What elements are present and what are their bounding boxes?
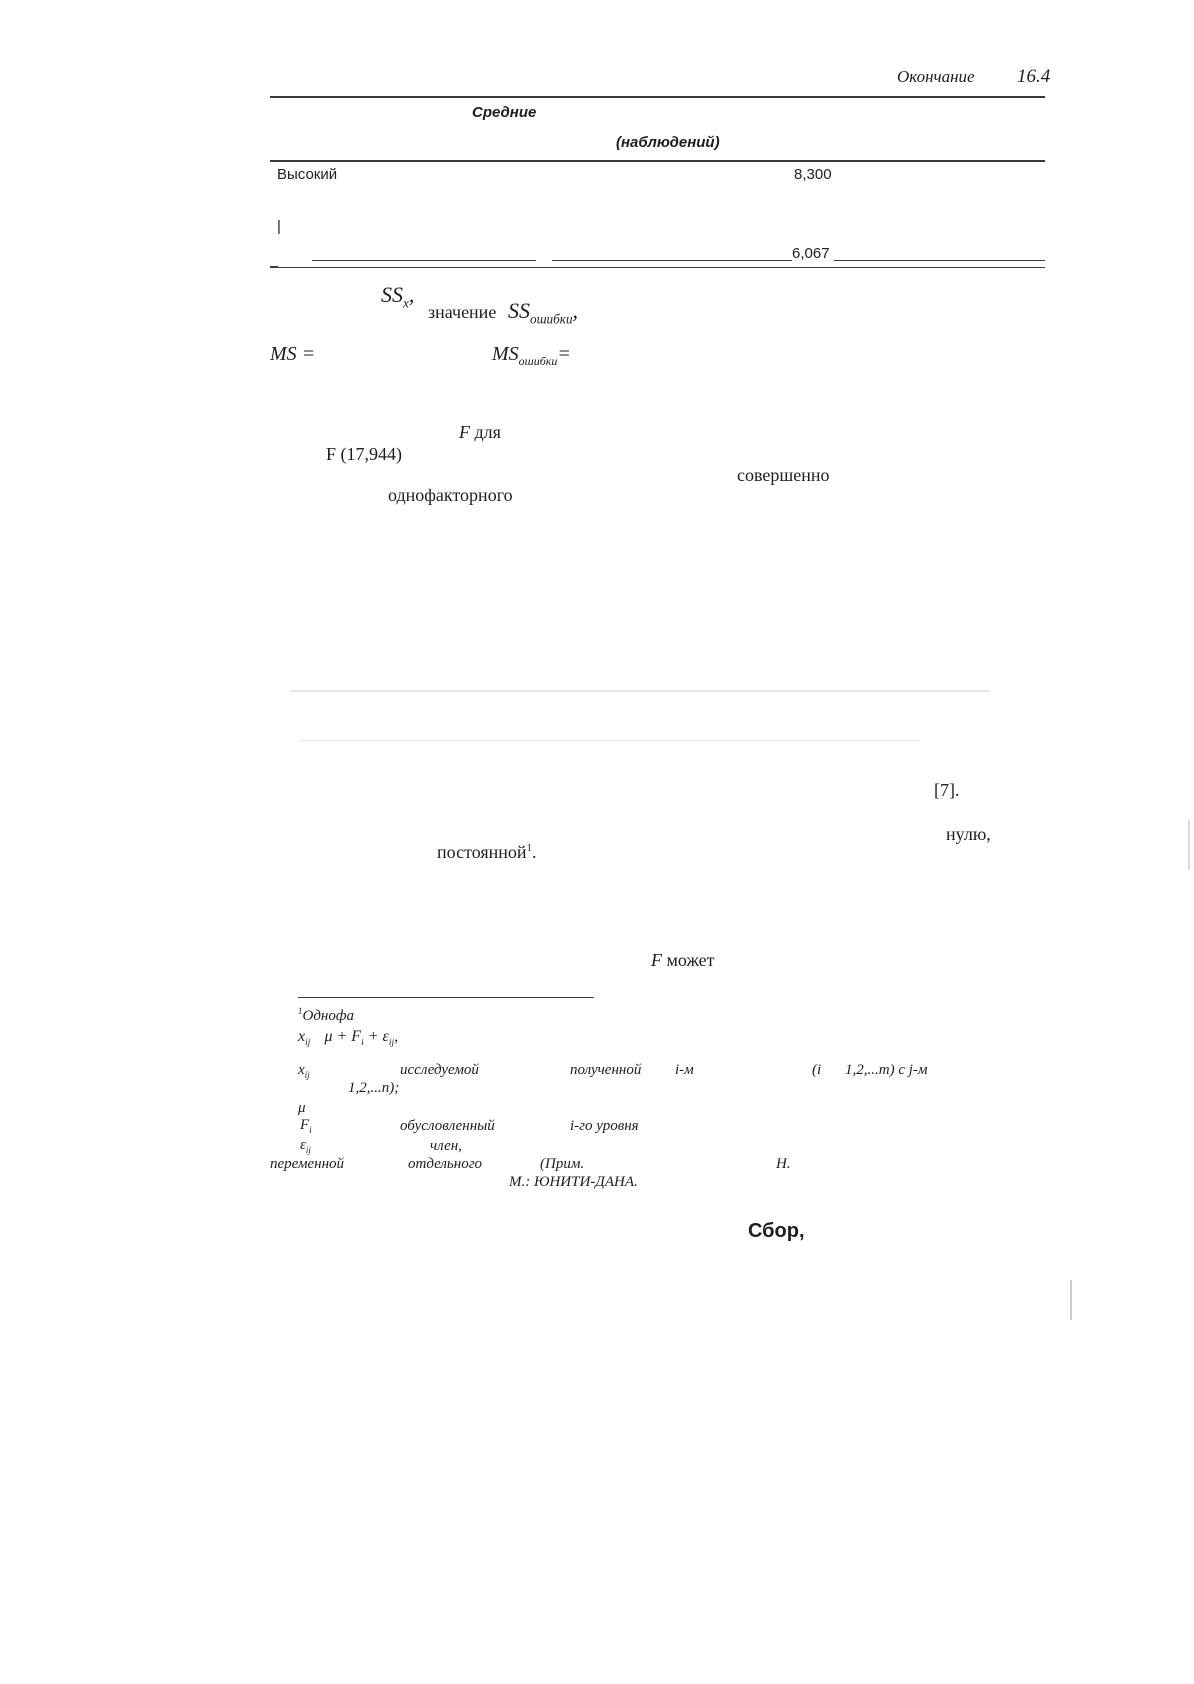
text-sovershenno: совершенно: [737, 465, 830, 485]
ss-error-symbol: SSошибки,: [508, 298, 579, 327]
footnote-publisher: М.: ЮНИТИ-ДАНА.: [509, 1174, 638, 1190]
table-cell-mean-high: 8,300: [794, 166, 832, 183]
text-znachenie: значение: [428, 302, 497, 322]
footnote-f: Fi: [300, 1117, 312, 1135]
footnote-word: исследуемой: [400, 1062, 479, 1078]
footnote-word: (Прим.: [540, 1156, 585, 1172]
footnote-word: отдельного: [408, 1156, 483, 1172]
table-underline: [834, 260, 1045, 261]
footnote-word: Н.: [776, 1156, 791, 1172]
table-top-rule: [270, 96, 1045, 98]
text-f-value: F (17,944): [326, 444, 402, 464]
ms-error-formula: MSошибки=: [492, 343, 571, 368]
footnote-line-x: xij: [298, 1062, 310, 1080]
scan-artifact: [290, 690, 990, 692]
scan-artifact: [300, 740, 920, 741]
footnote-word: i-м: [675, 1062, 694, 1078]
table-cell-mean-total: 6,067: [792, 245, 830, 262]
footnote-word: обусловленный: [400, 1118, 495, 1134]
footnote-mu: μ: [298, 1100, 306, 1116]
text-f-dlya: F для: [459, 422, 501, 442]
footnote-word: переменной: [270, 1156, 345, 1172]
table-row-marker: |: [277, 218, 281, 235]
footnote-word: полученной: [570, 1062, 642, 1078]
scan-artifact: [1188, 820, 1190, 870]
footnote-word: i-го уровня: [570, 1118, 639, 1134]
text-postoyannoy: постоянной1.: [437, 842, 537, 862]
table-bottom-rule: [270, 267, 1045, 268]
footnote-word: 1,2,...m) с j-м: [845, 1062, 928, 1078]
bottom-word: Сбор,: [748, 1220, 805, 1242]
footnote-formula: xij μ + Fi + εij,: [298, 1028, 399, 1049]
header-table-number: 16.4: [1017, 66, 1051, 87]
text-odnofaktornogo: однофакторного: [388, 485, 513, 505]
ss-x-symbol: SSx,: [381, 282, 415, 311]
table-header-rule: [270, 160, 1045, 162]
table-bottom-mark: [270, 266, 278, 268]
footnote-word: член,: [430, 1138, 462, 1154]
footnote-word: (i: [812, 1062, 822, 1078]
column-header-observations: (наблюдений): [616, 134, 720, 151]
footnote-rule: [298, 997, 594, 998]
column-header-means: Средние: [472, 104, 537, 121]
footnote-title: 1Однофа: [298, 1006, 355, 1024]
header-continuation-label: Окончание: [897, 67, 975, 86]
table-underline: [552, 260, 792, 261]
table-row-label-high: Высокий: [277, 166, 338, 183]
text-f-mozhet: F может: [651, 950, 715, 970]
footnote-word: 1,2,...n);: [348, 1080, 400, 1096]
text-nulyu: нулю,: [946, 824, 991, 844]
footnote-epsilon: εij: [300, 1137, 311, 1155]
ms-formula: MS =: [270, 343, 316, 365]
table-underline: [312, 260, 536, 261]
text-ref-7: [7].: [934, 780, 960, 800]
scan-artifact: [1070, 1280, 1072, 1320]
